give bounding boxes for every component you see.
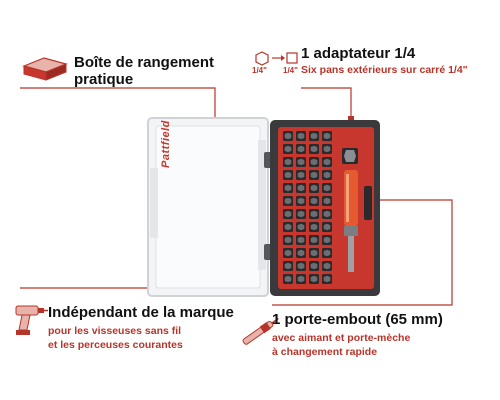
holder-description-line2: à changement rapide [272,346,378,358]
bit [310,132,318,140]
bit [297,236,305,244]
bit-holder-icon [242,317,279,345]
holder-title: 1 porte-embout (65 mm) [272,311,443,328]
bit [323,249,331,257]
bit [297,184,305,192]
bit [284,249,292,257]
bit-grid [283,131,332,284]
connector-storage [20,87,216,128]
bit [310,275,318,283]
connector-holder [272,199,453,306]
bit [284,171,292,179]
bit [284,184,292,192]
storage-title-line2: pratique [74,71,134,88]
bit [284,158,292,166]
holder-description-line1: avec aimant et porte-mèche [272,332,411,344]
bit [297,249,305,257]
storage-title-line1: Boîte de rangement [74,54,215,71]
connector-adapter [301,87,352,118]
bit [323,197,331,205]
bit [297,262,305,270]
adapter-description: Six pans extérieurs sur carré 1/4" [301,64,468,76]
connector-dot-adapter [348,116,354,122]
box-icon [22,57,68,81]
hex-size-label: 1/4" [252,66,267,75]
bit-holder [342,148,358,272]
bit [297,132,305,140]
bit [323,236,331,244]
bit [297,197,305,205]
bit [323,145,331,153]
bit [297,158,305,166]
bit [284,223,292,231]
bit [310,236,318,244]
compat-description-line1: pour les visseuses sans fil [48,325,182,337]
compat-description: pour les visseuses sans fil et les perce… [48,324,238,352]
storage-title: Boîte de rangement pratique [74,54,214,88]
case-clip [364,186,372,220]
bit [310,145,318,153]
bit [284,210,292,218]
compat-description-line2: et les perceuses courantes [48,339,183,351]
bit [297,145,305,153]
bit [284,236,292,244]
case-lid [147,117,269,297]
bit [323,262,331,270]
bit [310,262,318,270]
adapter-title: 1 adaptateur 1/4 [301,45,416,62]
bit [323,171,331,179]
bit [284,275,292,283]
bit [310,184,318,192]
hex-to-square-icon [255,51,298,66]
bit [310,171,318,179]
bit [284,197,292,205]
drill-icon [15,305,48,335]
bit [297,210,305,218]
bit [323,132,331,140]
bit [310,210,318,218]
bit [323,184,331,192]
bit [297,275,305,283]
bit [297,223,305,231]
brand-logo: Pattfield [160,120,172,168]
bit [310,249,318,257]
square-size-label: 1/4" [283,66,298,75]
bit [310,223,318,231]
compat-title: Indépendant de la marque [48,304,234,321]
bit [310,158,318,166]
bit [310,197,318,205]
bit [284,132,292,140]
bit [323,223,331,231]
bit [323,210,331,218]
bit [323,158,331,166]
bit [297,171,305,179]
holder-description: avec aimant et porte-mèche à changement … [272,331,452,359]
bit [323,275,331,283]
bit [284,262,292,270]
bit [284,145,292,153]
